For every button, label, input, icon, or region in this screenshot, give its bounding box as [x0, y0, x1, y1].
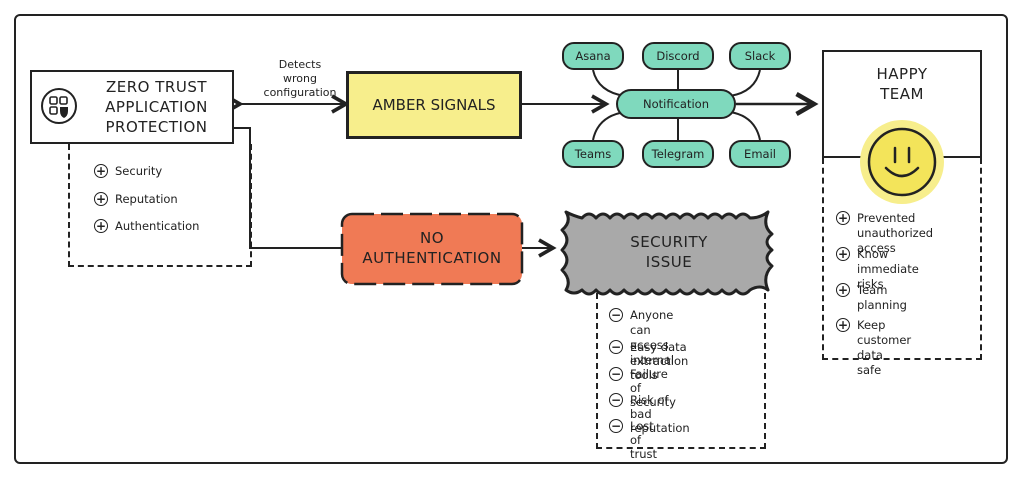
plus-icon: + — [836, 283, 850, 297]
list-item: − Lost of trust — [609, 419, 657, 461]
list-item: + Reputation — [94, 192, 178, 206]
amber-signals-box: AMBER SIGNALS — [346, 71, 522, 139]
security-issue-items-box — [596, 293, 766, 449]
ztap-title: ZERO TRUST APPLICATION PROTECTION — [84, 77, 229, 137]
list-item: + Authentication — [94, 219, 199, 233]
list-item: + Team planning — [836, 283, 907, 313]
minus-icon: − — [609, 340, 623, 354]
no-auth-line: AUTHENTICATION — [362, 249, 502, 267]
list-item: − Risk of bad reputation — [609, 393, 690, 435]
security-issue-shape — [560, 210, 774, 296]
channel-telegram: Telegram — [642, 140, 714, 168]
list-item-line: Easy data extraction — [630, 340, 689, 368]
minus-icon: − — [609, 419, 623, 433]
ztap-title-line: ZERO TRUST — [106, 78, 207, 96]
list-item-line: Know immediate — [857, 247, 919, 276]
no-auth-line: NO — [419, 229, 445, 247]
no-auth-shape — [340, 212, 524, 286]
happy-team-title-line: TEAM — [880, 85, 924, 103]
channel-discord: Discord — [642, 42, 714, 70]
security-issue-title-line: ISSUE — [645, 253, 693, 271]
channel-teams: Teams — [562, 140, 624, 168]
minus-icon: − — [609, 393, 623, 407]
list-item-line: Prevented — [857, 211, 916, 225]
channel-email: Email — [729, 140, 791, 168]
list-item-label: Authentication — [115, 219, 200, 233]
happy-items-box — [822, 158, 982, 360]
minus-icon: − — [609, 308, 623, 322]
notification-hub: Notification — [616, 89, 736, 119]
list-item-line: Team planning — [857, 283, 907, 312]
list-item: − Failure of security — [609, 367, 676, 409]
list-item-line: safe — [857, 363, 882, 377]
list-item-line: Keep customer data — [857, 318, 912, 362]
list-item-line: Anyone can access — [630, 308, 674, 352]
edge-label-line: wrong — [283, 72, 317, 85]
plus-icon: + — [94, 164, 108, 178]
list-item-label: Security — [115, 164, 163, 178]
list-item-label: Reputation — [115, 192, 178, 206]
ztap-title-line: PROTECTION — [105, 118, 208, 136]
channel-slack: Slack — [729, 42, 791, 70]
happy-team-title-line: HAPPY — [876, 65, 928, 83]
list-item-line: unauthorized access — [857, 226, 934, 255]
list-item-line: Failure of security — [630, 367, 676, 409]
list-item-line: Risk of bad reputation — [630, 393, 690, 435]
diagram-frame — [14, 14, 1008, 464]
minus-icon: − — [609, 367, 623, 381]
amber-signals-label: AMBER SIGNALS — [372, 96, 496, 114]
plus-icon: + — [836, 318, 850, 332]
smiley-face-icon — [856, 116, 948, 208]
ztap-title-line: APPLICATION — [105, 98, 208, 116]
list-item: + Security — [94, 164, 162, 178]
channel-asana: Asana — [562, 42, 624, 70]
plus-icon: + — [94, 219, 108, 233]
plus-icon: + — [836, 211, 850, 225]
happy-team-title: HAPPY TEAM — [822, 64, 982, 104]
ztap-items-box — [68, 144, 252, 267]
list-item-line: risks — [857, 277, 884, 291]
edge-label: Detects wrong configuration — [255, 58, 345, 100]
shield-grid-icon — [39, 86, 79, 126]
list-item: − Easy data extraction — [609, 340, 688, 368]
list-item-line: Lost of trust — [630, 419, 658, 461]
plus-icon: + — [94, 192, 108, 206]
security-issue-title: SECURITY ISSUE — [566, 232, 772, 272]
no-auth-label: NO AUTHENTICATION — [342, 228, 522, 268]
list-item-line: internal tools — [630, 353, 675, 382]
edge-label-line: Detects — [278, 58, 322, 71]
plus-icon: + — [836, 247, 850, 261]
edge-label-line: configuration — [263, 86, 337, 99]
security-issue-title-line: SECURITY — [630, 233, 708, 251]
